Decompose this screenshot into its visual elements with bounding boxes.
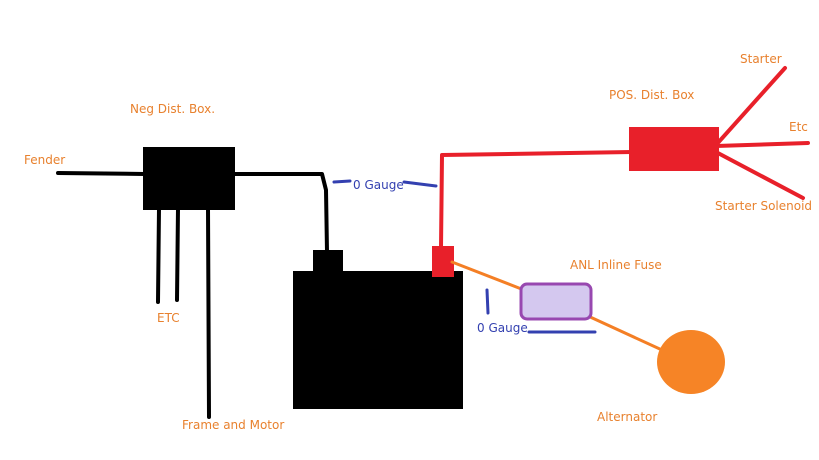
etc-left-label: ETC (157, 311, 180, 325)
etc-right-wire (714, 141, 810, 148)
alternator-label: Alternator (597, 410, 657, 424)
battery-to-fuse-wire (450, 260, 526, 292)
battery-body (293, 271, 463, 409)
starter-wire (714, 66, 787, 147)
frame-motor-wire (206, 206, 211, 419)
anl-inline-fuse (519, 282, 593, 321)
anl-fuse-label: ANL Inline Fuse (570, 258, 662, 272)
gauge-bottom-label: 0 Gauge (477, 321, 528, 335)
etc-wire-2 (175, 206, 180, 302)
battery-neg-terminal (313, 250, 343, 272)
gauge-marker-bottom-left (485, 288, 490, 315)
gauge-marker-top-left (332, 179, 352, 184)
pos-box-label: POS. Dist. Box (609, 88, 694, 102)
starter-label: Starter (740, 52, 782, 66)
starter-solenoid-wire (714, 150, 805, 200)
neg-dist-box (143, 147, 235, 210)
etc-wire-1 (156, 206, 161, 304)
battery-pos-terminal (432, 246, 454, 277)
etc-right-label: Etc (789, 120, 808, 134)
gauge-marker-top-right (402, 180, 438, 188)
fender-label: Fender (24, 153, 65, 167)
fender-wire (56, 171, 147, 176)
negative-wiring (56, 171, 329, 419)
neg-box-to-battery-wire (231, 172, 329, 254)
battery-to-pos-box-wire (439, 150, 634, 250)
fuse-to-alternator-wire (586, 314, 664, 352)
pos-dist-box (629, 127, 719, 171)
alternator (657, 330, 725, 394)
labels: Fender Neg Dist. Box. ETC Frame and Moto… (24, 52, 812, 432)
starter-solenoid-label: Starter Solenoid (715, 199, 812, 213)
frame-motor-label: Frame and Motor (182, 418, 284, 432)
positive-wiring (439, 66, 810, 250)
alternator-wiring (450, 260, 664, 352)
gauge-markers (332, 179, 597, 334)
neg-box-label: Neg Dist. Box. (130, 102, 215, 116)
gauge-top-label: 0 Gauge (353, 178, 404, 192)
